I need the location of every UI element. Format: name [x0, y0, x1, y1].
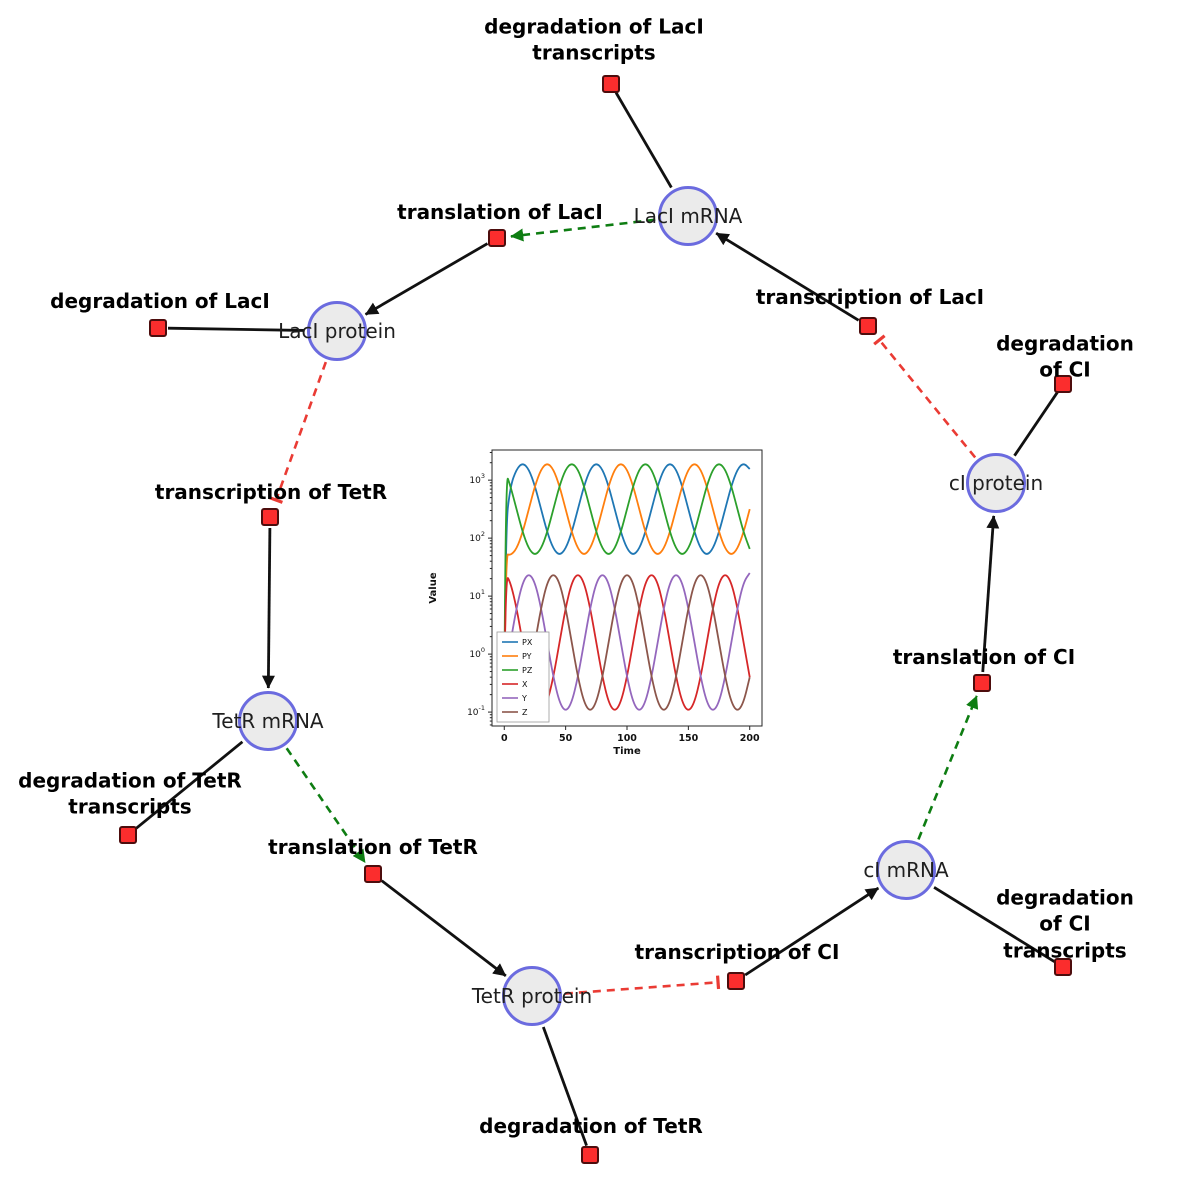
reaction-node-deg_tetr_tr — [119, 826, 137, 844]
reaction-node-deg_laci — [149, 319, 167, 337]
edge-transc_ci-to-ci_mrna — [744, 886, 880, 977]
edge-tetr_mrna-to-deg_tetr_tr — [134, 740, 244, 830]
reaction-node-deg_ci — [1054, 375, 1072, 393]
reaction-node-deg_laci_tr — [602, 75, 620, 93]
edge-tetr_protein-to-deg_tetr — [541, 1026, 588, 1147]
edge-transl_laci-to-laci_protein — [364, 242, 489, 316]
edge-tetr_protein-to-transc_ci — [564, 975, 721, 995]
species-node-ci_protein — [966, 453, 1026, 513]
reaction-label-transc_ci: transcription of CI — [634, 939, 840, 964]
reaction-node-transc_ci — [727, 972, 745, 990]
reaction-node-transl_ci — [973, 674, 991, 692]
reaction-label-deg_laci_tr: degradation of LacI transcripts — [484, 14, 704, 65]
species-node-laci_mrna — [658, 186, 718, 246]
reaction-label-deg_laci: degradation of LacI — [50, 288, 270, 313]
reaction-node-transc_tetr — [261, 508, 279, 526]
edge-laci_mrna-to-transl_laci — [510, 218, 656, 242]
species-node-ci_mrna — [876, 840, 936, 900]
edge-laci_protein-to-transc_tetr — [269, 361, 328, 504]
edge-tetr_mrna-to-transl_tetr — [285, 747, 367, 864]
edge-ci_protein-to-transc_laci — [873, 334, 977, 459]
species-label-ci_protein: cI protein — [948, 471, 1044, 495]
species-label-tetr_mrna: TetR mRNA — [212, 709, 324, 733]
reaction-node-transl_tetr — [364, 865, 382, 883]
reaction-label-deg_ci: degradation of CI — [996, 331, 1134, 382]
edge-transc_tetr-to-tetr_mrna — [261, 527, 275, 689]
edge-transl_tetr-to-tetr_protein — [380, 879, 507, 978]
reaction-label-deg_tetr: degradation of TetR — [479, 1113, 703, 1138]
species-label-laci_mrna: LacI mRNA — [633, 204, 743, 228]
reaction-label-deg_tetr_tr: degradation of TetR transcripts — [18, 768, 242, 819]
species-label-tetr_protein: TetR protein — [471, 984, 593, 1008]
reaction-label-transl_laci: translation of LacI — [397, 199, 603, 224]
reaction-node-deg_ci_tr — [1054, 958, 1072, 976]
time-series-chart-canvas — [425, 442, 770, 760]
edge-laci_protein-to-deg_laci — [167, 326, 305, 332]
species-node-tetr_mrna — [238, 691, 298, 751]
edge-transl_ci-to-ci_protein — [981, 515, 1000, 673]
reaction-label-deg_ci_tr: degradation of CI transcripts — [996, 885, 1134, 963]
edge-ci_protein-to-deg_ci — [1013, 391, 1059, 457]
species-node-tetr_protein — [502, 966, 562, 1026]
species-label-ci_mrna: cI mRNA — [863, 858, 949, 882]
edge-ci_mrna-to-transl_ci — [917, 695, 979, 840]
species-label-laci_protein: LacI protein — [278, 319, 396, 343]
reaction-node-transl_laci — [488, 229, 506, 247]
edge-transc_laci-to-laci_mrna — [715, 232, 860, 322]
reaction-label-transc_tetr: transcription of TetR — [154, 479, 388, 504]
reaction-node-deg_tetr — [581, 1146, 599, 1164]
reaction-label-transl_ci: translation of CI — [892, 644, 1076, 669]
edge-laci_mrna-to-deg_laci_tr — [614, 91, 673, 189]
species-node-laci_protein — [307, 301, 367, 361]
reaction-node-transc_laci — [859, 317, 877, 335]
reaction-label-transc_laci: transcription of LacI — [755, 284, 985, 309]
edge-ci_mrna-to-deg_ci_tr — [933, 886, 1056, 963]
reaction-label-transl_tetr: translation of TetR — [268, 834, 478, 859]
simulation-inset-chart — [425, 442, 770, 760]
